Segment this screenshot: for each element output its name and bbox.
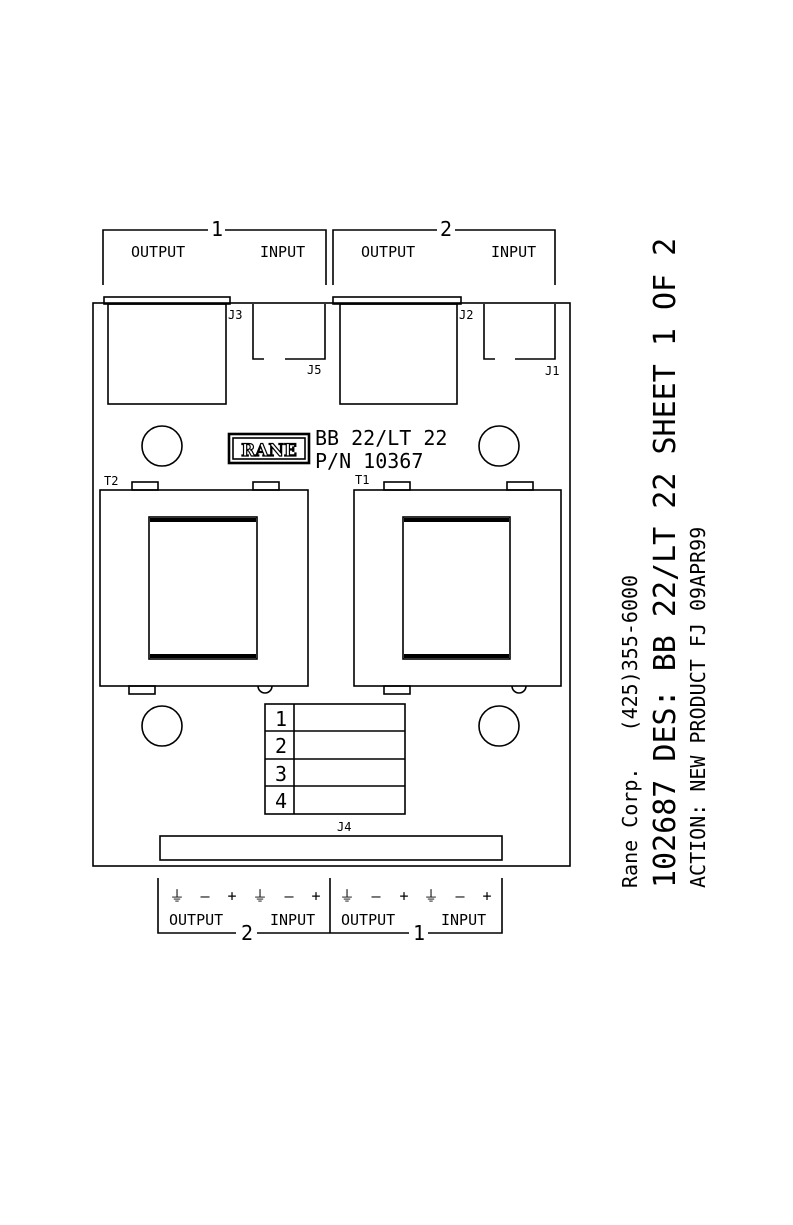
bottom-input-2-label: INPUT (270, 911, 315, 929)
title-action-line: ACTION: NEW PRODUCT FJ 09APR99 (686, 527, 710, 888)
top-group-2-output-label: OUTPUT (361, 243, 415, 261)
top-group-1-input-label: INPUT (260, 243, 305, 261)
title-description-line: 102687 DES: BB 22/LT 22 SHEET 1 OF 2 (648, 238, 683, 888)
ground-symbol-out1: ⏚ (339, 887, 354, 905)
pin-table-row-3: 3 (275, 762, 287, 786)
mounting-hole-bottom-right (479, 706, 519, 746)
jack-j2: J2 (333, 297, 473, 404)
bottom-group-2-number: 2 (241, 921, 253, 945)
mounting-hole-top-right (479, 426, 519, 466)
board-model-label: BB 22/LT 22 (315, 426, 447, 450)
title-company-line: Rane Corp. (425)355-6000 (618, 575, 642, 888)
plus-symbol-in2: + (311, 887, 320, 905)
bottom-input-1-label: INPUT (441, 911, 486, 929)
mounting-hole-top-left (142, 426, 182, 466)
bottom-output-2-label: OUTPUT (169, 911, 223, 929)
minus-symbol-out2: – (200, 887, 210, 905)
board-part-number: P/N 10367 (315, 449, 423, 473)
jack-j2-label: J2 (459, 308, 473, 322)
bottom-group-1-number: 1 (413, 921, 425, 945)
bottom-output-1-label: OUTPUT (341, 911, 395, 929)
minus-symbol-in1: – (455, 887, 465, 905)
jack-j1: J1 (484, 304, 559, 378)
plus-symbol-out2: + (227, 887, 236, 905)
jack-j5: J5 (253, 304, 325, 377)
transformer-t1-label: T1 (355, 473, 369, 487)
transformer-t1: T1 (354, 473, 561, 694)
connector-j4-label: J4 (337, 820, 351, 834)
ground-symbol-out2: ⏚ (169, 887, 184, 905)
pin-table-row-4: 4 (275, 789, 287, 813)
title-block: Rane Corp. (425)355-6000 102687 DES: BB … (618, 238, 710, 888)
top-group-2-bracket: 2 OUTPUT INPUT (333, 217, 555, 285)
top-group-2-number: 2 (440, 217, 452, 241)
jack-j3-label: J3 (228, 308, 242, 322)
top-group-1-number: 1 (211, 217, 223, 241)
ground-symbol-in2: ⏚ (252, 887, 267, 905)
pcb-board-outline (93, 303, 570, 866)
terminal-strip-j4 (160, 836, 502, 860)
top-group-1-bracket: 1 OUTPUT INPUT (103, 217, 326, 285)
jack-j5-label: J5 (307, 363, 321, 377)
rane-logo-text: RANE (241, 441, 297, 461)
pin-table-row-2: 2 (275, 734, 287, 758)
pin-table: 1 2 3 4 (265, 704, 405, 814)
transformer-t2-label: T2 (104, 474, 118, 488)
rane-logo: RANE (229, 434, 309, 463)
ground-symbol-in1: ⏚ (423, 887, 438, 905)
top-group-1-output-label: OUTPUT (131, 243, 185, 261)
plus-symbol-in1: + (482, 887, 491, 905)
jack-j3: J3 (104, 297, 242, 404)
minus-symbol-in2: – (284, 887, 294, 905)
transformer-t2: T2 (100, 474, 308, 694)
jack-j1-label: J1 (545, 364, 559, 378)
minus-symbol-out1: – (371, 887, 381, 905)
pin-table-row-1: 1 (275, 707, 287, 731)
top-group-2-input-label: INPUT (491, 243, 536, 261)
mounting-hole-bottom-left (142, 706, 182, 746)
plus-symbol-out1: + (399, 887, 408, 905)
